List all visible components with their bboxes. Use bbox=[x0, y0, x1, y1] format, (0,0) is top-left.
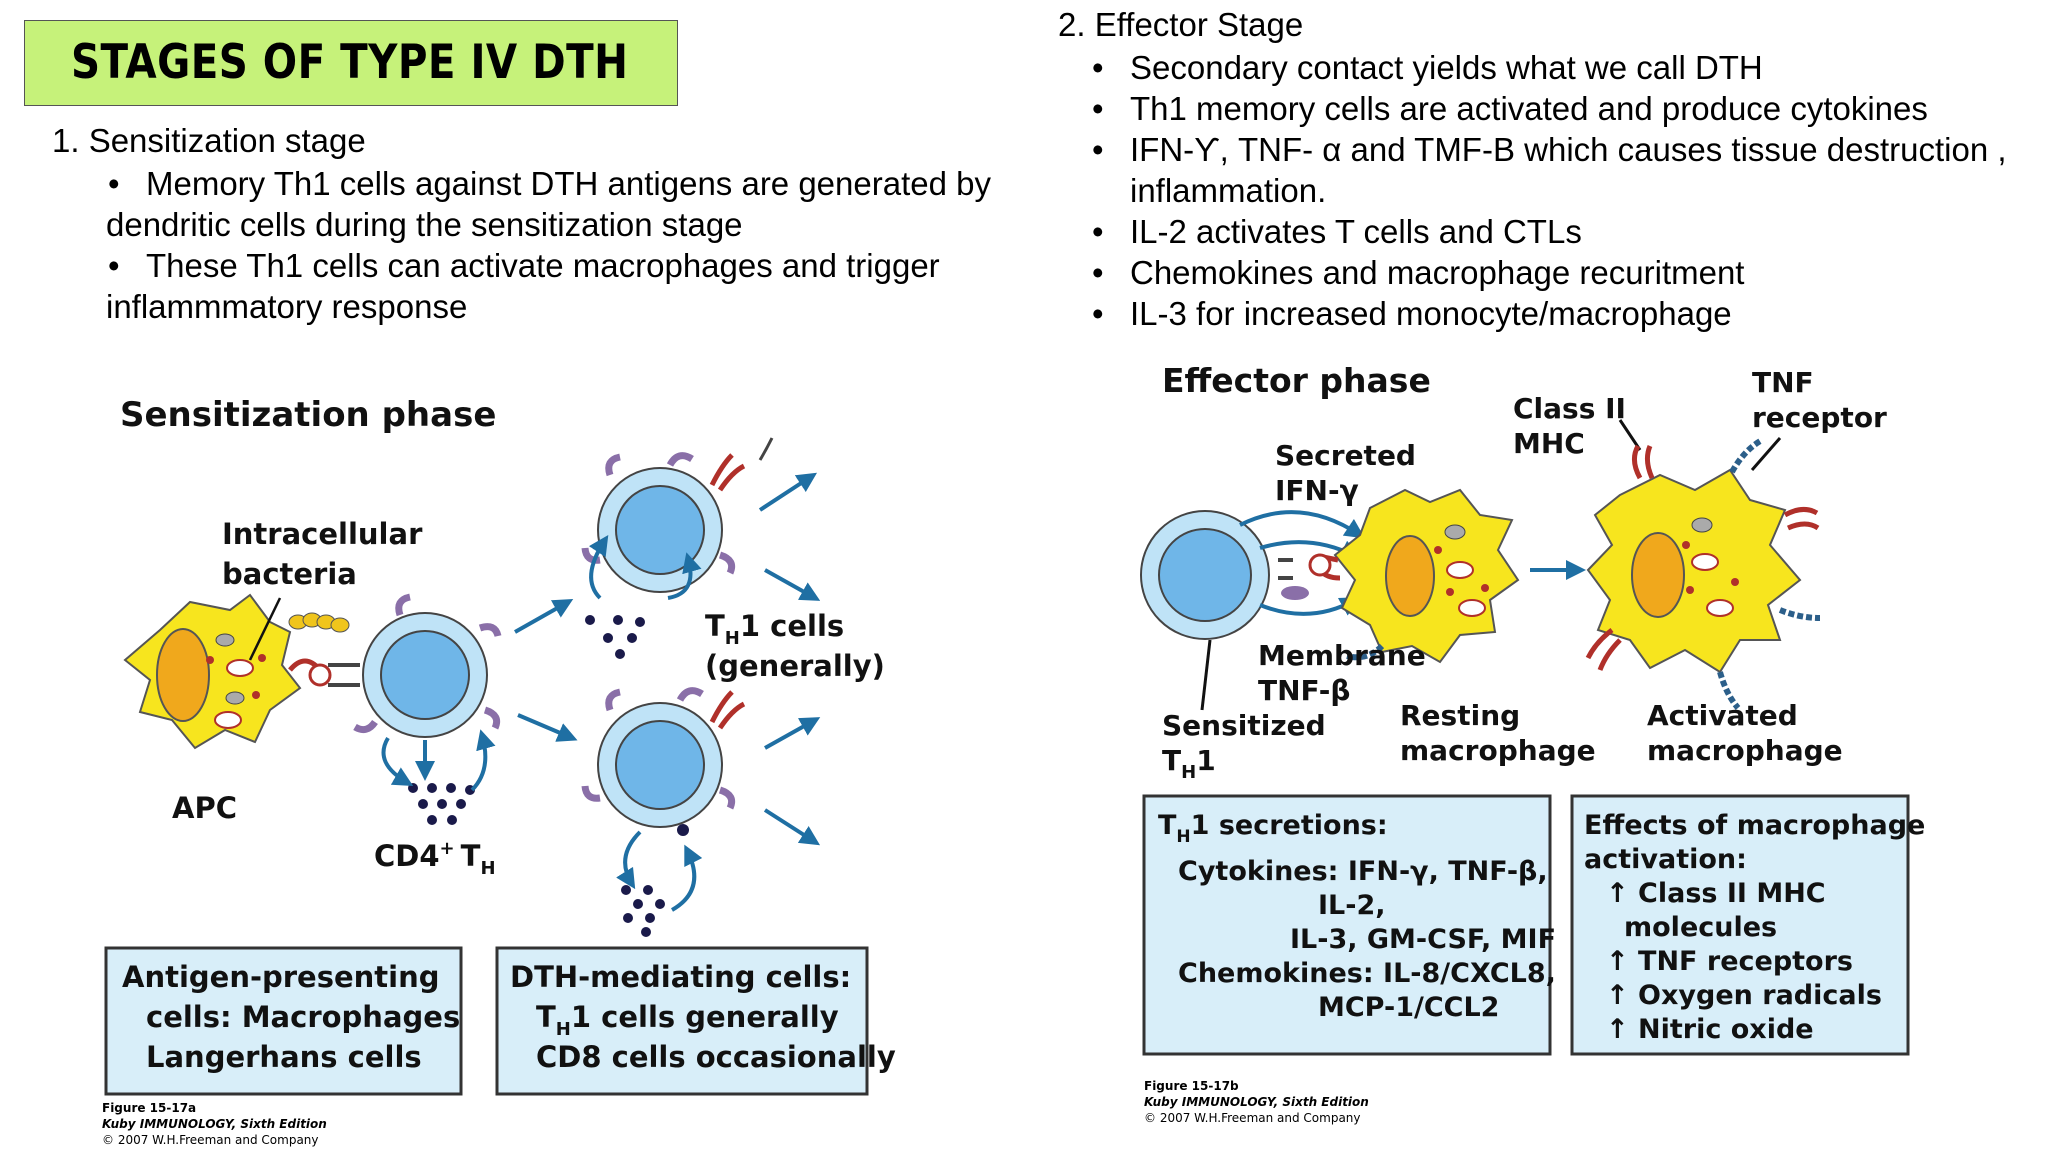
svg-text:↑ Oxygen radicals: ↑ Oxygen radicals bbox=[1606, 980, 1882, 1011]
bacteria-pointer bbox=[248, 597, 282, 661]
svg-text:↑ TNF receptors: ↑ TNF receptors bbox=[1606, 946, 1853, 977]
class2-label-2: MHC bbox=[1513, 427, 1585, 460]
list-item: •IL-2 activates T cells and CTLs bbox=[1092, 213, 1582, 250]
svg-text:TH1 cells generally: TH1 cells generally bbox=[536, 1000, 839, 1040]
activated-label-2: macrophage bbox=[1647, 734, 1843, 767]
page-title: STAGES OF TYPE IV DTH bbox=[71, 35, 629, 90]
apc-cell bbox=[123, 593, 302, 750]
svg-text:DTH-mediating cells:: DTH-mediating cells: bbox=[510, 960, 851, 994]
cd4-label: CD4+TH bbox=[374, 838, 496, 879]
bacteria-chain bbox=[288, 612, 350, 633]
svg-text:TH1 secretions:: TH1 secretions: bbox=[1158, 810, 1388, 847]
sensitization-diagram: Sensitization phase Intracellular bacter… bbox=[104, 395, 896, 1096]
cd4-th-cell bbox=[353, 593, 502, 738]
effector-heading: 2. Effector Stage bbox=[1058, 6, 1304, 43]
macrophage-effects-box: Effects of macrophage activation: ↑ Clas… bbox=[1570, 794, 1925, 1056]
sensitization-heading: 1. Sensitization stage bbox=[52, 122, 366, 159]
tnf-label-2: receptor bbox=[1752, 401, 1887, 434]
list-item: dendritic cells during the sensitization… bbox=[106, 206, 743, 243]
apc-label: APC bbox=[172, 791, 237, 825]
sensitization-bullets: •Memory Th1 cells against DTH antigens a… bbox=[106, 163, 1036, 327]
figure-b-caption: Figure 15-17b Kuby IMMUNOLOGY, Sixth Edi… bbox=[1144, 1079, 1369, 1125]
list-item: •IL-3 for increased monocyte/macrophage bbox=[1092, 295, 1732, 332]
svg-text:IL-3, GM-CSF, MIF: IL-3, GM-CSF, MIF bbox=[1290, 924, 1556, 955]
bullet-dot: • bbox=[108, 165, 120, 202]
list-item: •Secondary contact yields what we call D… bbox=[1092, 49, 1763, 86]
svg-text:Langerhans cells: Langerhans cells bbox=[146, 1040, 422, 1074]
bullet-dot: • bbox=[108, 247, 120, 284]
resting-macrophage bbox=[1308, 488, 1520, 664]
svg-text:MCP-1/CCL2: MCP-1/CCL2 bbox=[1318, 992, 1499, 1023]
th1-secretions-box: TH1 secretions: Cytokines: IFN-γ, TNF-β,… bbox=[1142, 794, 1556, 1056]
th1-cells-label: TH1 cells bbox=[705, 609, 844, 649]
sensitized-th1-label: TH1 bbox=[1162, 744, 1216, 783]
cytokine-dots bbox=[408, 783, 475, 825]
activated-label: Activated bbox=[1647, 699, 1798, 732]
svg-text:Antigen-presenting: Antigen-presenting bbox=[122, 960, 440, 994]
mhc-tcr-complex bbox=[288, 658, 360, 687]
list-item: •Chemokines and macrophage recuritment bbox=[1092, 254, 1745, 291]
bacteria-label-2: bacteria bbox=[222, 557, 357, 591]
svg-text:Effects of macrophage: Effects of macrophage bbox=[1584, 810, 1925, 841]
th1-generally-label: (generally) bbox=[705, 649, 885, 683]
th1-cell-upper bbox=[581, 437, 774, 593]
fig-b-title: Effector phase bbox=[1162, 361, 1431, 400]
svg-text:Chemokines: IL-8/CXCL8,: Chemokines: IL-8/CXCL8, bbox=[1178, 958, 1556, 989]
list-item: •IFN-ϒ, TNF- α and TMF-B which causes ti… bbox=[1092, 131, 2007, 168]
bacteria-label: Intracellular bbox=[222, 517, 423, 551]
resting-label-2: macrophage bbox=[1400, 734, 1596, 767]
effector-diagram: Effector phase Secreted IFN-γ Class II M… bbox=[1140, 361, 1925, 1056]
svg-text:Cytokines: IFN-γ, TNF-β,: Cytokines: IFN-γ, TNF-β, bbox=[1178, 856, 1548, 887]
activated-macrophage bbox=[1585, 437, 1821, 710]
antigen-presenting-box: Antigen-presenting cells: Macrophages La… bbox=[104, 946, 463, 1096]
svg-text:cells: Macrophages: cells: Macrophages bbox=[146, 1000, 460, 1034]
effector-bullets: •Secondary contact yields what we call D… bbox=[1092, 47, 2048, 334]
tnf-label: TNF bbox=[1752, 366, 1814, 399]
svg-text:activation:: activation: bbox=[1584, 844, 1747, 875]
svg-text:molecules: molecules bbox=[1624, 912, 1777, 943]
sensitized-th1-cell bbox=[1140, 510, 1309, 640]
th1-cell-lower bbox=[581, 687, 746, 836]
resting-label: Resting bbox=[1400, 699, 1520, 732]
dth-mediating-box: DTH-mediating cells: TH1 cells generally… bbox=[495, 946, 896, 1096]
secreted-label: Secreted bbox=[1275, 439, 1416, 472]
membrane-label-2: TNF-β bbox=[1258, 674, 1350, 707]
list-item: •These Th1 cells can activate macrophage… bbox=[82, 245, 1036, 286]
svg-text:↑ Class II MHC: ↑ Class II MHC bbox=[1606, 878, 1826, 909]
cytokine-dots bbox=[621, 885, 665, 937]
svg-text:CD8 cells occasionally: CD8 cells occasionally bbox=[536, 1040, 896, 1074]
sensitized-label: Sensitized bbox=[1162, 709, 1326, 742]
figure-a-caption: Figure 15-17a Kuby IMMUNOLOGY, Sixth Edi… bbox=[102, 1101, 327, 1147]
fig-a-title: Sensitization phase bbox=[120, 395, 496, 435]
svg-text:↑ Nitric oxide: ↑ Nitric oxide bbox=[1606, 1014, 1814, 1045]
svg-text:IL-2,: IL-2, bbox=[1318, 890, 1386, 921]
list-item: •Th1 memory cells are activated and prod… bbox=[1092, 90, 1928, 127]
list-item: •Memory Th1 cells against DTH antigens a… bbox=[82, 163, 1036, 204]
list-item: inflammation. bbox=[1130, 172, 1327, 209]
secreted-label-2: IFN-γ bbox=[1275, 474, 1359, 507]
class2-label: Class II bbox=[1513, 392, 1626, 425]
title-box: STAGES OF TYPE IV DTH bbox=[24, 20, 678, 106]
membrane-label: Membrane bbox=[1258, 639, 1426, 672]
list-item: inflammmatory response bbox=[106, 288, 468, 325]
nucleus bbox=[156, 628, 210, 722]
cytokine-dots bbox=[585, 615, 645, 659]
